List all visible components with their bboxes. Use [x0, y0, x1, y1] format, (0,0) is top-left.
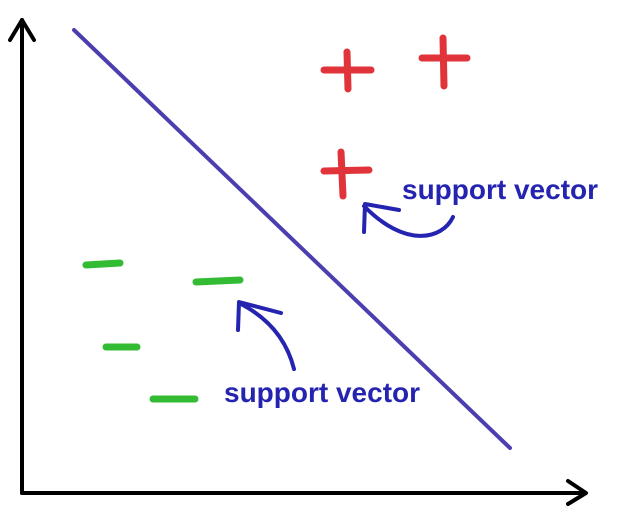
plus-marker: [418, 34, 471, 90]
x-axis-arrowhead: [566, 479, 588, 506]
minus-marker-support-vector: [192, 276, 244, 286]
upper-curved-arrow: [362, 202, 455, 238]
positive-points: [320, 34, 471, 200]
y-axis-arrowhead: [8, 18, 36, 42]
plus-marker-support-vector: [320, 148, 373, 200]
plus-marker: [320, 48, 375, 93]
annotation-arrows: [236, 202, 455, 371]
negative-points: [82, 259, 244, 403]
support-vector-label-lower: support vector: [224, 377, 421, 408]
axes: [8, 18, 588, 506]
support-vector-label-upper: support vector: [402, 174, 599, 205]
minus-marker: [82, 259, 124, 269]
lower-curved-arrow: [236, 300, 296, 371]
decision-boundary: [72, 28, 512, 450]
